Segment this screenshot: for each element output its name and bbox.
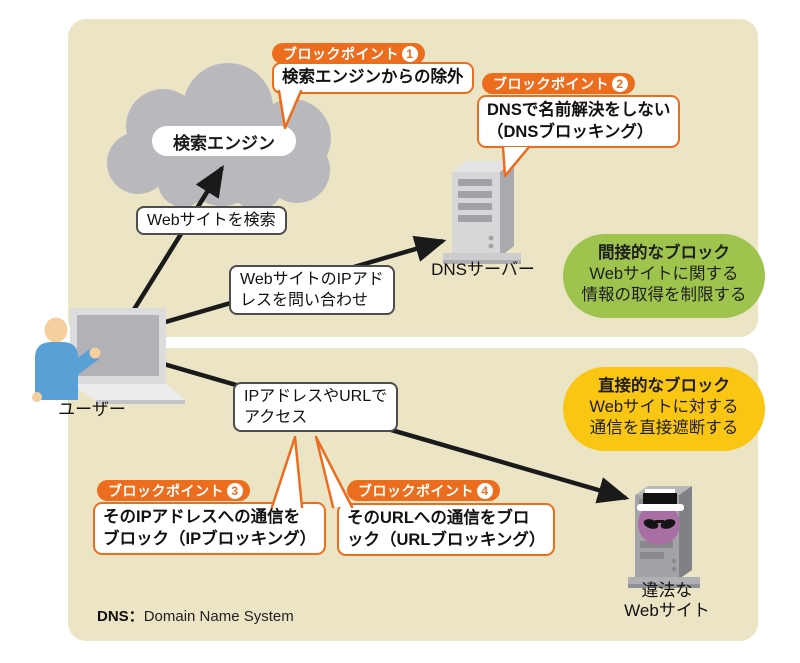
dns-footnote-separator: ：: [128, 608, 144, 625]
laptop-icon: [70, 308, 185, 404]
illegal-site-caption-line2: Webサイト: [624, 601, 710, 620]
label-query-ip-line2: レスを問い合わせ: [240, 292, 369, 309]
blockpoint4-tab-label: ブロックポイント: [358, 482, 474, 499]
search-engine-text: 検索エンジン: [173, 133, 275, 153]
indirect-block-line2: 情報の取得を制限する: [581, 286, 747, 304]
label-access: IPアドレスやURLで アクセス: [233, 382, 399, 432]
indirect-block-line1: Webサイトに関する: [589, 265, 739, 283]
blockpoint4-tab: ブロックポイント 4: [347, 480, 500, 501]
label-query-ip: WebサイトのIPアド レスを問い合わせ: [229, 265, 395, 315]
blockpoint1-number-badge: 1: [402, 45, 418, 62]
direct-block-line2: 通信を直接遮断する: [589, 419, 739, 437]
blockpoint3-text-line2: ブロック（IPブロッキング）: [103, 529, 317, 548]
blockpoint2-number-badge: 2: [612, 75, 628, 92]
indirect-block-bubble: 間接的なブロック Webサイトに関する 情報の取得を制限する: [563, 234, 765, 318]
blockpoint1-box: 検索エンジンからの除外: [272, 62, 474, 94]
blockpoint1-text: 検索エンジンからの除外: [282, 68, 464, 86]
dns-footnote-text: Domain Name System: [143, 608, 294, 625]
label-search-web-text: Webサイトを検索: [147, 212, 276, 229]
user-caption: ユーザー: [55, 400, 129, 420]
search-engine-label: 検索エンジン: [152, 126, 296, 156]
direct-block-bubble: 直接的なブロック Webサイトに対する 通信を直接遮断する: [563, 367, 765, 451]
user-caption-text: ユーザー: [58, 400, 126, 419]
user-icon: [32, 317, 101, 402]
illegal-site-caption-line1: 違法な: [641, 581, 693, 600]
blockpoint3-box: そのIPアドレスへの通信を ブロック（IPブロッキング）: [93, 502, 327, 555]
dns-footnote: DNS：Domain Name System: [97, 605, 294, 626]
villain-face-icon: [637, 489, 684, 545]
arrow-user-to-search-engine: [118, 164, 224, 334]
dns-server-caption-text: DNSサーバー: [431, 260, 535, 279]
blockpoint1-tab-label: ブロックポイント: [283, 45, 399, 62]
dns-footnote-abbr: DNS: [97, 608, 129, 625]
blockpoint2-text-line1: DNSで名前解決をしない: [487, 101, 671, 119]
label-access-line1: IPアドレスやURLで: [244, 388, 388, 405]
blockpoint4-number-badge: 4: [477, 482, 493, 499]
direct-block-line1: Webサイトに対する: [589, 398, 739, 416]
blockpoint2-tab: ブロックポイント 2: [482, 73, 635, 94]
blockpoint4-text-line2: ック（URLブロッキング）: [347, 530, 546, 549]
blockpoint2-tab-label: ブロックポイント: [493, 75, 609, 92]
dns-server-icon: [443, 161, 521, 264]
blockpoint3-text-line1: そのIPアドレスへの通信を: [103, 508, 301, 526]
blockpoint1-tab: ブロックポイント 1: [272, 43, 425, 64]
blockpoint2-box: DNSで名前解決をしない （DNSブロッキング）: [477, 95, 681, 148]
illegal-server-icon: [628, 486, 700, 588]
blockpoint3-tab: ブロックポイント 3: [97, 480, 250, 501]
direct-block-title: 直接的なブロック: [598, 377, 730, 395]
blockpoint2-text-line2: （DNSブロッキング）: [487, 122, 654, 141]
blockpoint3-tab-label: ブロックポイント: [108, 482, 224, 499]
label-search-web: Webサイトを検索: [136, 206, 287, 235]
illegal-site-caption: 違法な Webサイト: [607, 581, 727, 621]
indirect-block-title: 間接的なブロック: [598, 244, 730, 262]
blockpoint4-box: そのURLへの通信をブロ ック（URLブロッキング）: [337, 503, 556, 556]
label-access-line2: アクセス: [244, 409, 308, 426]
label-query-ip-line1: WebサイトのIPアド: [240, 271, 384, 288]
blockpoint4-text-line1: そのURLへの通信をブロ: [347, 509, 530, 527]
dns-server-caption: DNSサーバー: [423, 260, 543, 280]
blockpoint3-number-badge: 3: [227, 482, 243, 499]
